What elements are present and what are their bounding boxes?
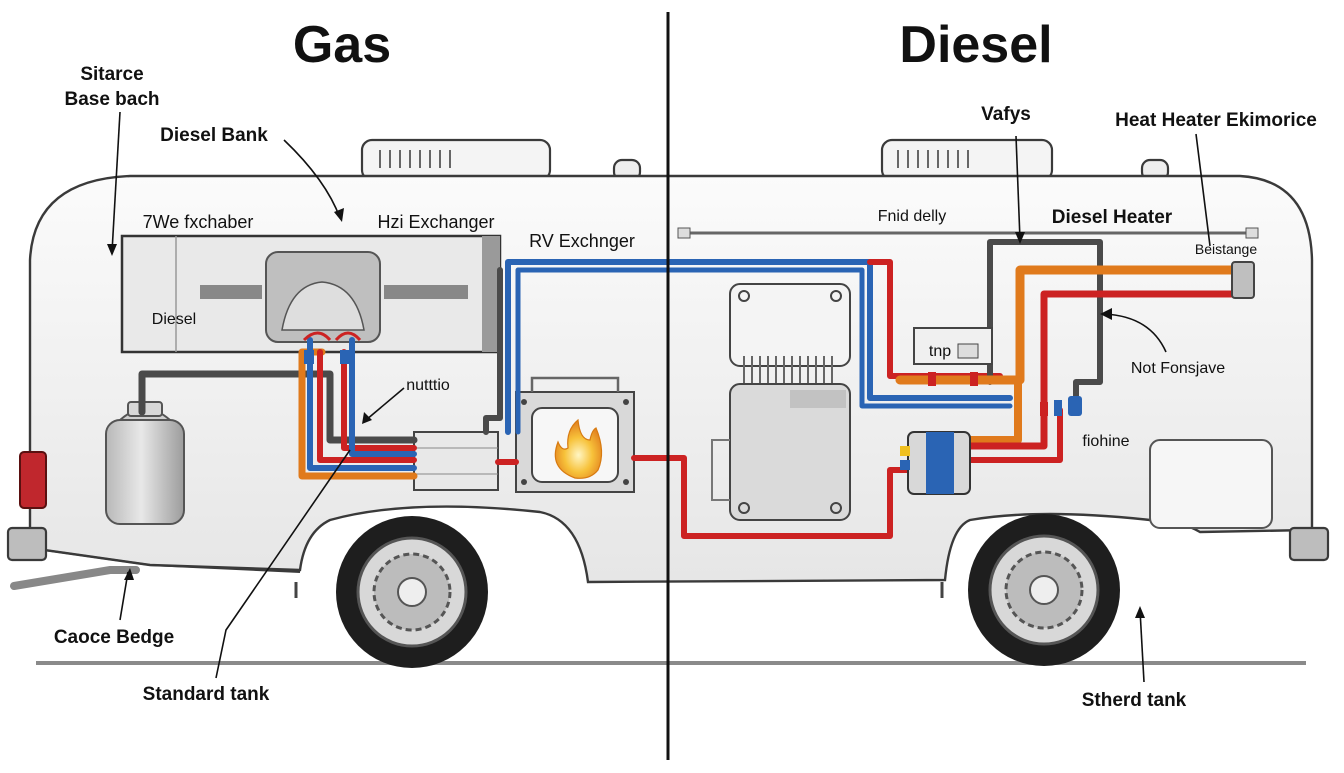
storage-door <box>1149 439 1273 529</box>
leader-lines <box>111 111 1211 683</box>
label-standard-tank: Standard tank <box>143 684 270 705</box>
diesel-heater-unit <box>711 283 851 521</box>
flame-icon <box>554 418 603 479</box>
fuel-pump <box>900 431 971 495</box>
label-fnid-delly: Fnid delly <box>878 208 946 225</box>
label-beistange: Beistange <box>1195 241 1257 257</box>
gas-manifold <box>413 431 499 491</box>
label-vafys: Vafys <box>981 104 1031 125</box>
label-rv-exchanger: RV Exchnger <box>529 231 635 251</box>
pipe-fittings <box>302 331 1082 416</box>
label-nutttio: nutttio <box>406 377 450 394</box>
outlet-fitting <box>1231 261 1255 299</box>
taillight <box>19 451 47 509</box>
label-tnp: tnp <box>929 343 951 360</box>
label-not-fonsjave: Not Fonsjave <box>1131 360 1225 377</box>
roof-ac-icon <box>360 138 552 182</box>
body-skirt <box>29 547 301 573</box>
label-caoce-bedge: Caoce Bedge <box>54 627 174 648</box>
leader-arrowheads <box>107 208 1145 618</box>
label-diesel-heater: Diesel Heater <box>1052 207 1173 228</box>
label-exchaber: 7We fxchaber <box>143 212 254 232</box>
wheel-icon <box>336 516 488 668</box>
panel-title-gas: Gas <box>293 16 391 74</box>
propane-tank-icon <box>105 401 185 525</box>
label-diesel: Diesel <box>152 311 196 328</box>
label-heat-heater: Heat Heater Ekimorice <box>1115 110 1317 131</box>
pipes <box>138 239 1245 539</box>
hitch <box>10 566 140 590</box>
label-diesel-bank: Diesel Bank <box>160 125 268 146</box>
roof-ac-icon <box>880 138 1054 182</box>
label-hzi-exchanger: Hzi Exchanger <box>377 212 494 232</box>
control-box <box>913 327 993 365</box>
bumper <box>6 526 48 562</box>
label-base-bach: Base bach <box>64 89 159 110</box>
bumper <box>1288 526 1330 562</box>
label-sitarce: Sitarce <box>80 64 143 85</box>
panel-title-diesel: Diesel <box>899 16 1052 74</box>
label-stherd-tank: Stherd tank <box>1082 690 1187 711</box>
label-fiohine: fiohine <box>1082 433 1129 450</box>
wheel-icon <box>968 514 1120 666</box>
